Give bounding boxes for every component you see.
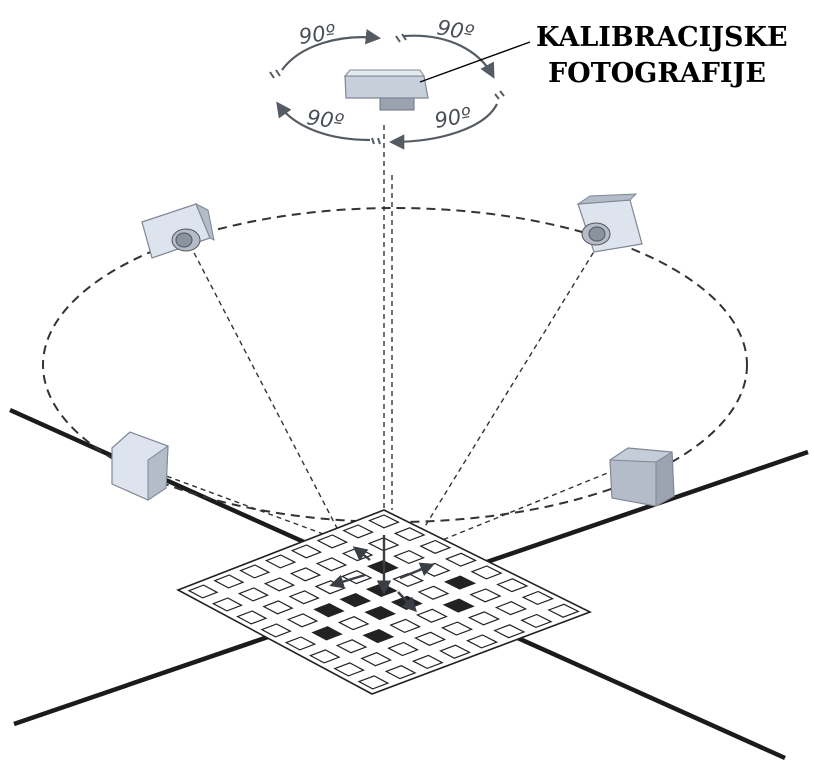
grid-cell: [262, 600, 294, 615]
grid-cell: [337, 616, 370, 631]
grid-cell: [521, 590, 555, 606]
grid-cell: [364, 605, 397, 621]
grid-cell: [547, 603, 580, 618]
title-line-1: KALIBRACIJSKE: [536, 22, 788, 53]
arrow-tails: [269, 33, 505, 145]
grid-cell: [239, 564, 271, 579]
grid-cell: [440, 621, 474, 636]
rotation-arrow-top-left: [281, 29, 382, 71]
grid-cell: [309, 649, 341, 664]
grid-cell: [237, 587, 270, 602]
target-arrow-right: [399, 562, 435, 580]
grid-cell: [411, 654, 444, 670]
grid-cell: [393, 549, 425, 565]
sightline-left: [149, 469, 346, 543]
grid-cell: [316, 534, 349, 549]
grid-cell: [264, 554, 297, 569]
camera-upper-right-icon: [576, 193, 643, 253]
grid-cell: [466, 634, 499, 649]
grid-cell: [339, 593, 372, 608]
grid-cell: [438, 644, 471, 659]
grid-cell: [315, 557, 348, 572]
grid-cell: [496, 578, 529, 593]
rotation-label-2: 90º: [435, 15, 475, 45]
grid-cells: [187, 514, 580, 690]
grid-cell: [288, 590, 320, 605]
grid-cell: [290, 544, 323, 559]
grid-cell: [387, 641, 419, 657]
calibration-grid: [176, 509, 593, 695]
grid-cell: [389, 618, 422, 634]
grid-cell: [313, 603, 345, 618]
grid-cell: [187, 584, 219, 599]
grid-cell: [289, 567, 322, 582]
grid-cell: [368, 514, 400, 529]
grid-cell: [520, 613, 553, 629]
grid-cell: [469, 588, 502, 603]
grid-cell: [236, 610, 268, 625]
camera-orbit-path: [42, 207, 748, 523]
top-camera-icon: [343, 69, 429, 111]
title-leader-line: [419, 41, 531, 83]
grid-cell: [444, 552, 477, 567]
camera-upper-left-icon: [141, 202, 215, 259]
target-arrow-downleft: [352, 546, 371, 561]
grid-cell: [286, 613, 319, 628]
grid-cell: [342, 524, 374, 539]
grid-cell: [311, 626, 343, 641]
grid-cell: [211, 597, 243, 612]
grid-cell: [263, 577, 296, 592]
target-arrows: [329, 535, 435, 613]
grid-cell: [213, 574, 245, 589]
grid-cell: [419, 539, 452, 554]
grid-cell: [467, 611, 501, 626]
grid-cell: [415, 608, 448, 623]
title-line-2: FOTOGRAFIJE: [548, 58, 766, 89]
grid-cell: [360, 652, 392, 667]
rotation-arrow-bottom-right: [388, 103, 498, 150]
grid-cell: [443, 575, 477, 590]
camera-right-icon: [609, 447, 675, 507]
grid-cell: [470, 565, 503, 580]
camera-left-icon: [111, 431, 169, 501]
rotation-label-3: 90º: [305, 105, 345, 134]
grid-cell: [284, 636, 317, 651]
grid-cell: [417, 585, 450, 600]
sightline-right: [429, 469, 616, 546]
sightline-upper-right: [423, 244, 599, 529]
rotation-arrow-top-right: [403, 34, 495, 79]
grid-cell: [384, 665, 417, 680]
grid-cell: [260, 623, 292, 638]
grid-cell: [333, 662, 365, 677]
target-arrow-left: [329, 573, 366, 589]
rotation-arrows: [276, 29, 498, 150]
target-arrow-downright: [397, 591, 417, 613]
grid-cell: [357, 675, 390, 690]
grid-cell: [335, 639, 368, 654]
grid-cell: [393, 527, 426, 542]
top-camera-group: 90º 90º 90º 90º: [269, 15, 531, 150]
rotation-arrow-bottom-left: [276, 101, 371, 142]
grid-cell: [362, 628, 395, 644]
grid-cell: [494, 601, 528, 616]
grid-cell: [442, 598, 475, 613]
sightline-upper-left: [189, 244, 339, 531]
sightlines: [149, 125, 616, 546]
grid-cell: [414, 631, 447, 646]
rotation-label-1: 90º: [297, 20, 337, 49]
grid-cell: [493, 624, 526, 639]
